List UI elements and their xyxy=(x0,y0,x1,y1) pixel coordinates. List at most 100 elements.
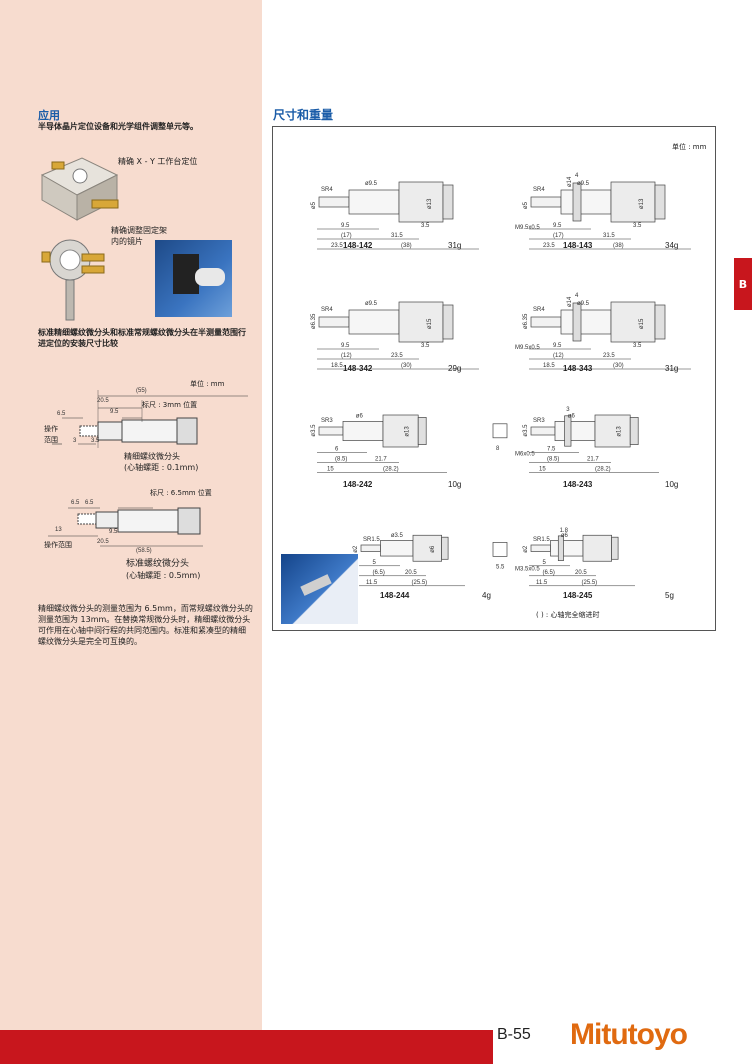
diameter-label: ø5 xyxy=(311,201,317,209)
diameter-label: ø13 xyxy=(617,426,623,437)
sleeve xyxy=(560,309,612,335)
retracted-note: ( ) : 心轴完全缩进时 xyxy=(536,611,600,619)
right-unit-label: 单位 : mm xyxy=(672,143,707,151)
dimension-label: (6.5) xyxy=(373,570,385,576)
sphere-radius-label: SR1.5 xyxy=(533,537,550,543)
diameter-label: ø5 xyxy=(523,201,529,209)
thimble xyxy=(582,534,612,562)
standard-dim-13: 13 xyxy=(55,527,62,533)
diameter-label: ø9.5 xyxy=(577,181,590,187)
hex-nut xyxy=(492,542,508,557)
dimension-label: 9.5 xyxy=(553,223,562,229)
model-weight: 5g xyxy=(665,591,674,600)
diameter-label: ø3.5 xyxy=(391,533,404,539)
dimension-label: 18.5 xyxy=(331,363,343,369)
diameter-label: ø9.5 xyxy=(577,301,590,307)
hex-size-label: 8 xyxy=(496,446,500,452)
sleeve xyxy=(560,189,612,215)
standard-op-range: 操作范围 xyxy=(44,541,72,549)
dimension-label: 3.5 xyxy=(421,223,430,229)
standard-dim-58-5: (58.5) xyxy=(136,548,152,554)
dimensions-heading: 尺寸和重量 xyxy=(273,108,334,122)
standard-scale-label: 标尺 : 6.5mm 位置 xyxy=(150,489,212,497)
diameter-label: ø9.5 xyxy=(365,181,378,187)
dimension-label: 15 xyxy=(327,467,334,473)
fine-scale-label: 标尺 : 3mm 位置 xyxy=(142,401,198,409)
dimension-label: 31.5 xyxy=(603,233,615,239)
dimension-label: (8.5) xyxy=(547,457,559,463)
spindle xyxy=(530,426,556,436)
spindle xyxy=(318,196,350,208)
thread-label: M3.5x0.5 xyxy=(515,567,540,573)
standard-dim-6-5b: 6.5 xyxy=(85,500,94,506)
thimble xyxy=(594,414,631,448)
ratchet xyxy=(417,417,427,445)
diameter-label: ø6 xyxy=(356,413,364,419)
sleeve xyxy=(342,421,384,441)
thimble xyxy=(398,181,444,223)
diameter-label: ø14 xyxy=(567,176,573,187)
diameter-label: ø3.5 xyxy=(523,424,529,437)
standard-thread-drawing xyxy=(48,507,203,547)
model-code: 148-243 xyxy=(563,480,593,489)
model-code: 148-142 xyxy=(343,241,373,250)
model-code: 148-342 xyxy=(343,364,373,373)
thread-label: M9.5x0.5 xyxy=(515,225,540,231)
dimension-label: (38) xyxy=(401,243,412,249)
diameter-label: ø6 xyxy=(568,413,576,419)
dimension-label: 21.7 xyxy=(587,457,599,463)
model-code: 148-242 xyxy=(343,480,373,489)
xy-stage-image xyxy=(40,157,119,221)
thickness-label: 4 xyxy=(575,173,579,179)
sleeve xyxy=(554,421,596,441)
dimension-label: 3.5 xyxy=(633,223,642,229)
diameter-label: ø6 xyxy=(430,545,436,553)
fine-dim-9-5: 9.5 xyxy=(110,409,119,415)
mirror-mount-image xyxy=(41,239,105,321)
diameter-label: ø15 xyxy=(427,318,433,329)
applications-description: 半导体晶片定位设备和光学组件调整单元等。 xyxy=(38,122,198,131)
fine-dim-3-5: 3.5 xyxy=(91,438,100,444)
ratchet xyxy=(442,304,454,340)
fine-op-range: 操作范围 xyxy=(44,425,58,444)
brand-logo: Mitutoyo xyxy=(570,1018,688,1051)
model-weight: 31g xyxy=(665,364,679,373)
diameter-label: ø2 xyxy=(523,545,529,553)
mini-head-photo xyxy=(281,554,358,624)
model-weight: 29g xyxy=(448,364,462,373)
spindle xyxy=(318,426,344,436)
diameter-label: ø3.5 xyxy=(311,424,317,437)
dimension-label: 23.5 xyxy=(543,243,555,249)
diameter-label: ø13 xyxy=(405,426,411,437)
ratchet xyxy=(654,304,666,340)
model-code: 148-343 xyxy=(563,364,593,373)
spindle xyxy=(530,544,551,552)
model-code: 148-245 xyxy=(563,591,593,600)
model-weight: 10g xyxy=(448,480,462,489)
sphere-radius-label: SR3 xyxy=(533,418,545,424)
dimension-label: (17) xyxy=(341,233,352,239)
ratchet xyxy=(611,536,619,560)
dimension-label: (25.5) xyxy=(582,580,598,586)
fine-thread-drawing xyxy=(52,390,248,448)
dimension-label: 11.5 xyxy=(366,580,378,586)
dimension-label: 9.5 xyxy=(341,223,350,229)
sphere-radius-label: SR4 xyxy=(533,307,545,313)
diameter-label: ø14 xyxy=(567,296,573,307)
thickness-label: 4 xyxy=(575,293,579,299)
diameter-label: ø15 xyxy=(639,318,645,329)
model-weight: 31g xyxy=(448,241,462,250)
dimension-label: 7.5 xyxy=(547,447,556,453)
spindle xyxy=(530,316,562,328)
thickness-label: 3 xyxy=(566,407,570,413)
thimble xyxy=(610,301,656,343)
standard-dim-20-5: 20.5 xyxy=(97,539,109,545)
diameter-label: ø2 xyxy=(353,545,359,553)
sphere-radius-label: SR3 xyxy=(321,418,333,424)
thickness-label: 1.8 xyxy=(560,528,569,534)
ratchet xyxy=(442,184,454,220)
diameter-label: ø6.35 xyxy=(523,313,529,329)
sphere-radius-label: SR1.5 xyxy=(363,537,380,543)
sleeve xyxy=(348,189,400,215)
